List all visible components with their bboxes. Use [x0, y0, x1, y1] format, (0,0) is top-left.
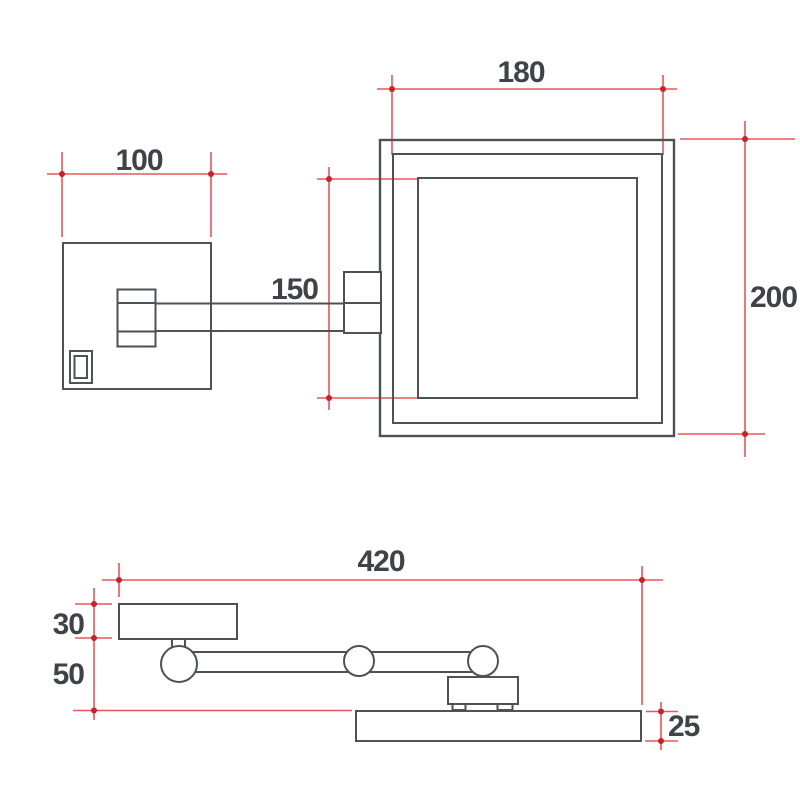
- mirror-outer-frame: [378, 138, 676, 438]
- dim-mirror-height: [678, 121, 795, 457]
- dim-marker: [326, 176, 332, 182]
- dim-mirror-thickness: [645, 702, 678, 750]
- power-switch-button: [73, 355, 88, 379]
- front-view: [62, 138, 676, 438]
- swing-arm-plan: [178, 651, 484, 673]
- dim-label-total-reach: 420: [357, 545, 404, 578]
- wall-hinge-body: [116, 288, 157, 348]
- mirror-glass: [417, 177, 638, 399]
- bracket-foot-left: [451, 703, 467, 711]
- dim-label-mirror-height: 200: [750, 281, 797, 314]
- dim-label-arm-offset: 50: [53, 658, 85, 691]
- dim-marker: [658, 738, 664, 744]
- dim-marker: [91, 707, 97, 714]
- dim-label-glass-height: 150: [271, 273, 318, 306]
- dim-label-wall-plate-width: 100: [115, 144, 162, 177]
- mirror-inner-frame: [392, 153, 663, 424]
- dim-marker: [91, 635, 97, 641]
- plan-view: [118, 603, 642, 742]
- dim-marker: [742, 136, 748, 142]
- dim-glass-height: [317, 167, 418, 410]
- dim-label-mirror-width: 180: [497, 56, 544, 89]
- dim-wall-plate-width: [47, 152, 227, 237]
- dim-total-reach: [102, 563, 663, 705]
- wall-plate-front: [62, 242, 212, 390]
- mirror-plate-plan: [355, 710, 642, 742]
- swing-arm-front: [154, 302, 345, 332]
- wall-plate-plan: [118, 603, 238, 640]
- dimension-labels: 180 100 150 200 420 30 50 25: [53, 56, 799, 743]
- mirror-bracket: [447, 676, 519, 705]
- dim-label-mirror-thickness: 25: [668, 710, 700, 743]
- pivot-mirror-joint: [467, 645, 499, 677]
- dim-marker: [91, 601, 97, 607]
- pivot-elbow-joint: [343, 645, 375, 677]
- pivot-wall-joint: [160, 645, 198, 683]
- dim-marker: [742, 431, 748, 437]
- dim-marker: [639, 577, 645, 583]
- dim-plate-depth-and-arm-offset: [73, 588, 352, 720]
- dim-marker: [658, 708, 664, 715]
- dim-marker: [116, 577, 122, 583]
- dim-label-plate-depth: 30: [53, 608, 85, 641]
- dim-mirror-width: [377, 75, 677, 155]
- dim-marker: [59, 171, 65, 177]
- dim-marker: [326, 395, 332, 401]
- bracket-foot-right: [496, 703, 514, 711]
- dimensions-layer: [47, 75, 795, 750]
- power-switch: [69, 350, 93, 384]
- dim-marker: [208, 171, 214, 177]
- wall-hinge-block: [116, 288, 157, 348]
- mirror-hinge-block: [343, 271, 382, 334]
- dim-marker: [389, 86, 395, 92]
- dim-marker: [660, 86, 666, 92]
